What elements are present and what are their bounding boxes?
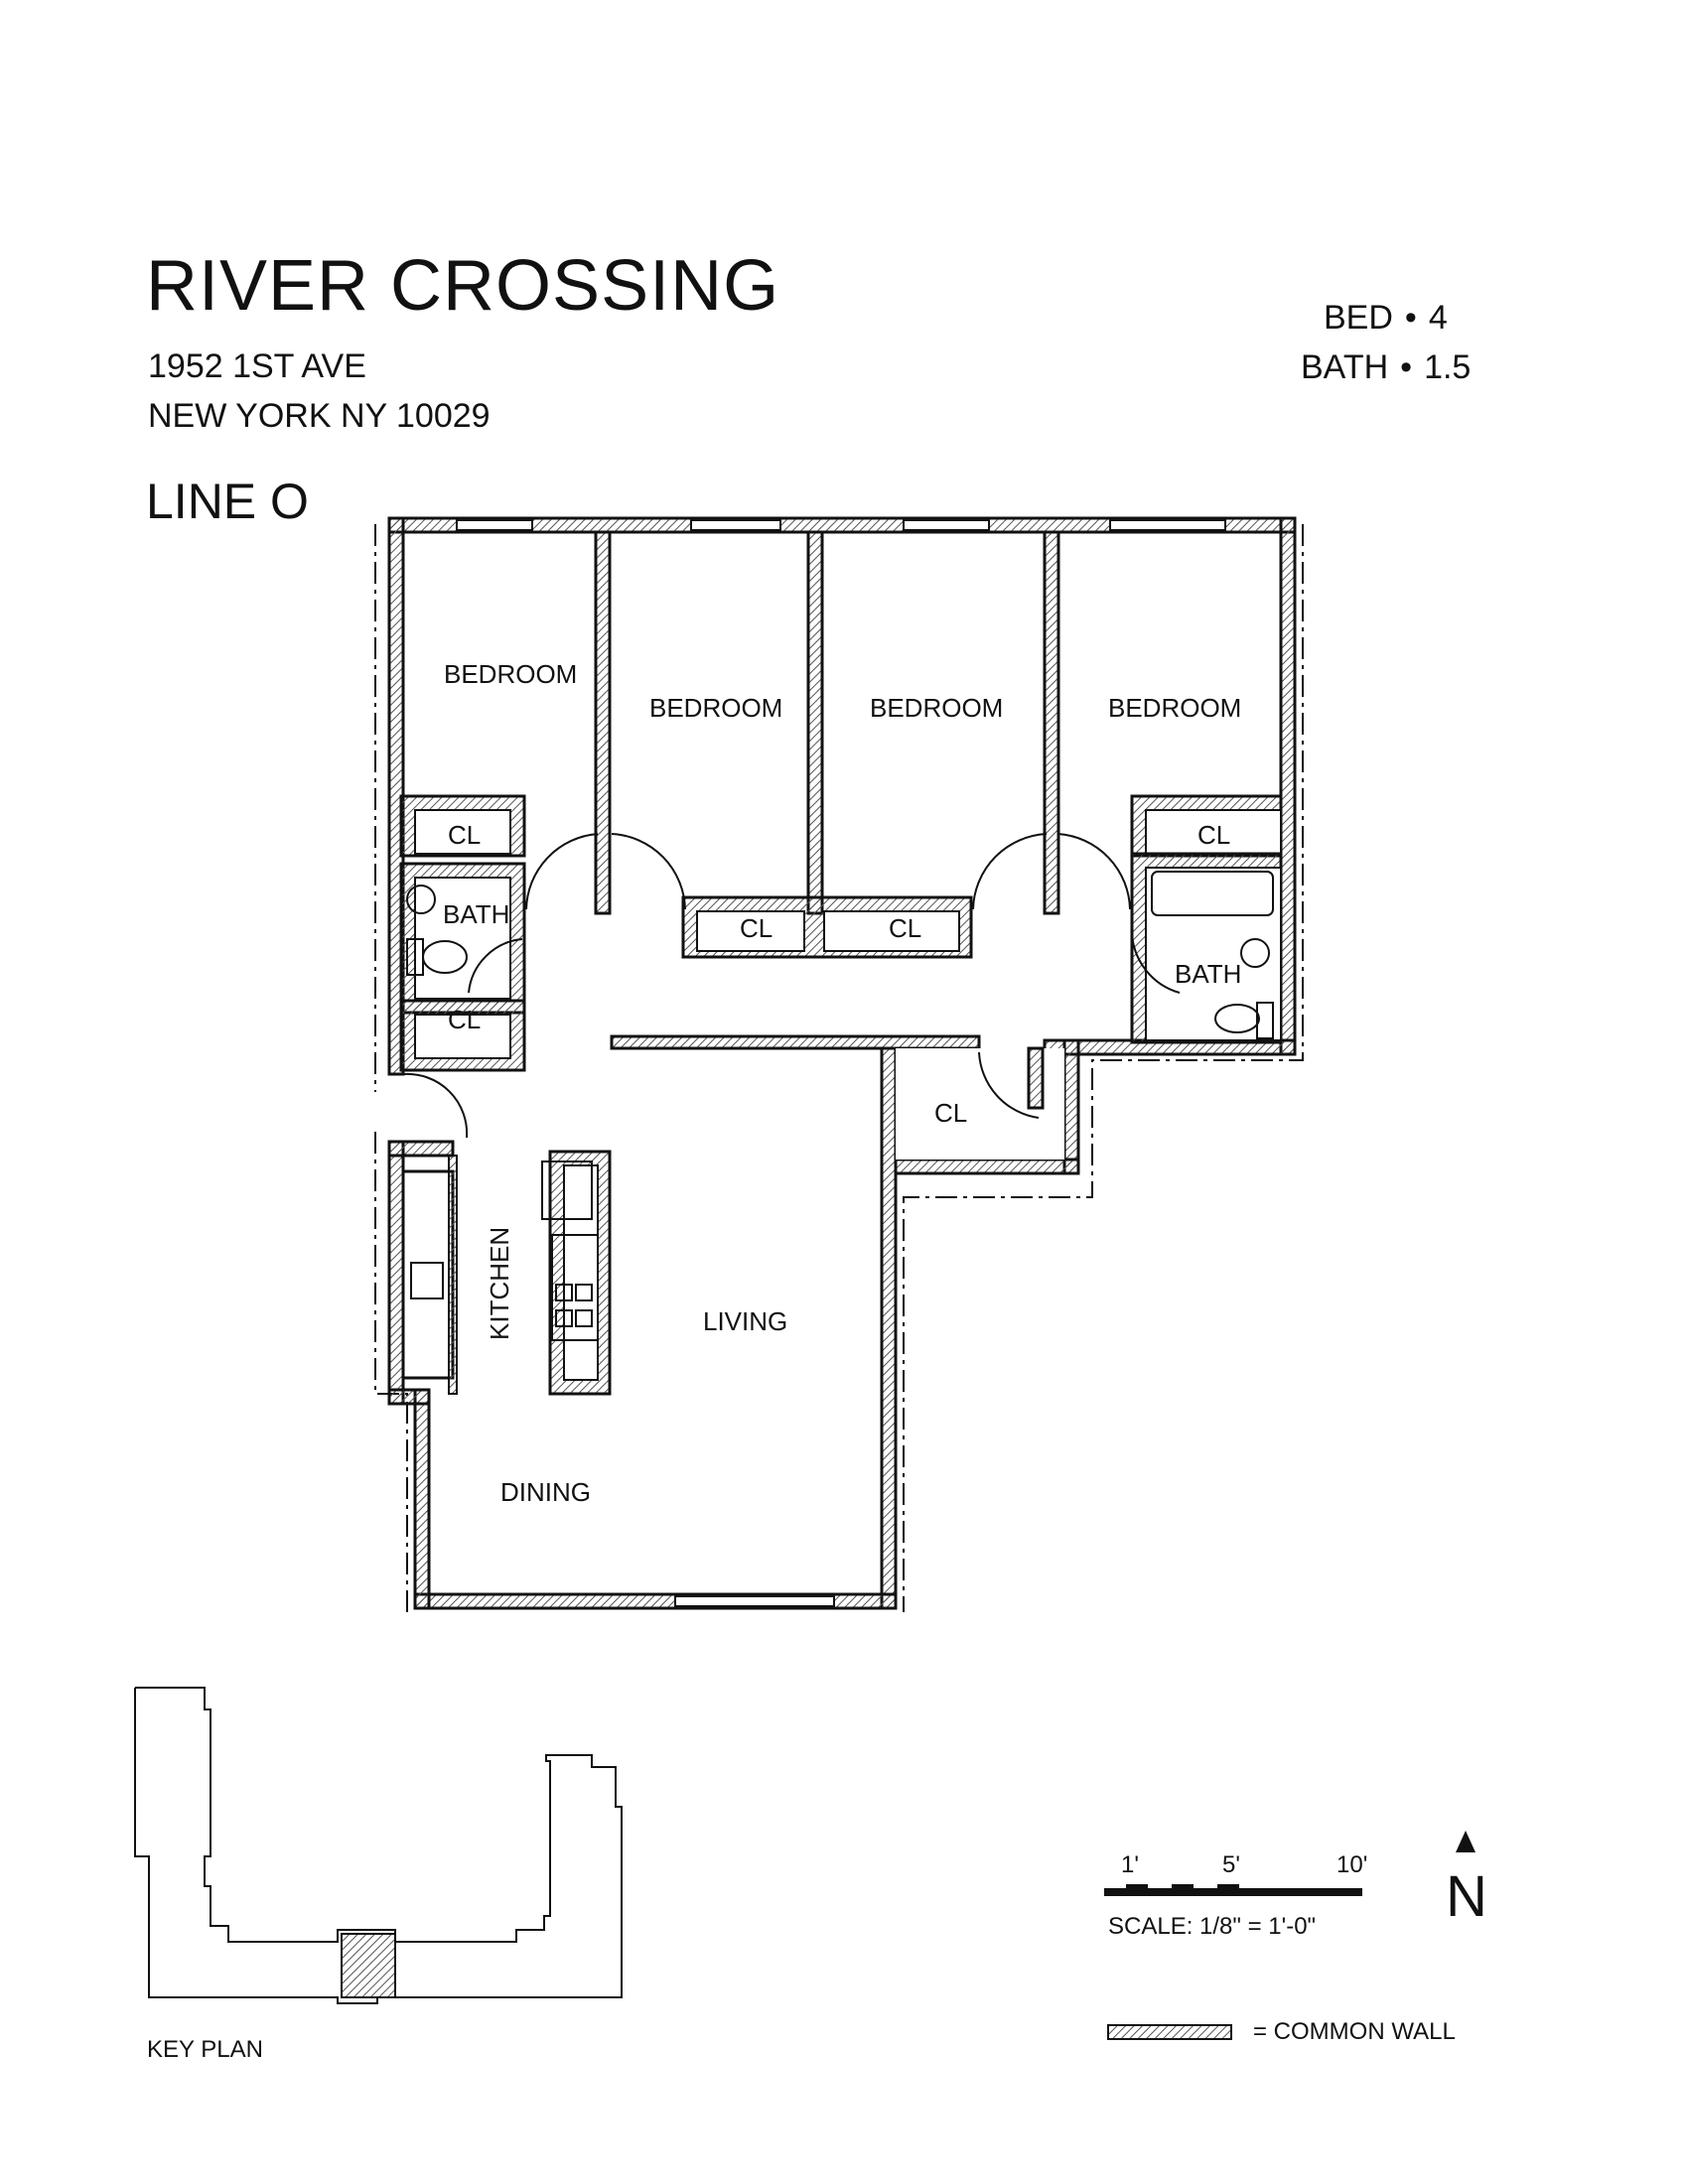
bedroom-3-label: BEDROOM [870,693,1003,723]
closet-4-label: CL [1197,820,1230,850]
address-line-2: NEW YORK NY 10029 [148,397,491,435]
fridge-icon [541,1160,593,1220]
bedroom-4-label: BEDROOM [1108,693,1241,723]
north-arrow-icon [1456,1831,1476,1852]
sink-icon [1240,938,1270,968]
dining-label: DINING [500,1477,591,1507]
closet-2-label: CL [740,913,773,943]
bathtub-icon [1151,871,1274,916]
bath-value: 1.5 [1424,348,1472,386]
north-label: N [1446,1864,1487,1929]
bath-fixtures [406,871,1274,1039]
sink-icon [406,885,436,914]
closet-1-label: CL [448,820,481,850]
interior-walls [401,530,1060,1396]
toilet-icon [1214,1004,1260,1033]
bath-count: BATH • 1.5 [1301,350,1471,384]
bath-separator: • [1400,348,1413,386]
unit-line-label: LINE O [146,474,309,529]
kitchen-sink-icon [410,1262,444,1299]
bedroom-2-label: BEDROOM [649,693,782,723]
bed-separator: • [1404,299,1417,337]
bedroom-1-label: BEDROOM [444,659,577,689]
scale-tick-1: 1' [1121,1851,1139,1878]
closet-6-label: CL [934,1098,967,1128]
building-name: RIVER CROSSING [146,246,780,326]
scale-bar [1104,1884,1362,1896]
common-wall-legend: = COMMON WALL [1253,2018,1456,2045]
toilet-icon [422,940,468,974]
scale-tick-5: 5' [1222,1851,1240,1878]
closet-3-label: CL [889,913,921,943]
address-line-1: 1952 1ST AVE [148,347,366,385]
bed-value: 4 [1428,299,1448,337]
scale-text: SCALE: 1/8" = 1'-0" [1108,1913,1316,1940]
stove-icon [551,1234,599,1341]
common-wall-swatch [1107,2024,1232,2040]
key-plan-unit-highlight [341,1933,396,1998]
bath-label: BATH [1301,348,1389,386]
kitchen-fixtures [410,1160,599,1341]
windows [456,519,1226,1607]
bed-count: BED • 4 [1324,301,1448,335]
bath-1-label: BATH [443,899,509,929]
closets [399,794,1283,1160]
scale-tick-10: 10' [1336,1851,1367,1878]
doors [402,833,1181,1139]
kitchen-label: KITCHEN [485,1227,514,1340]
key-plan-diagram [134,1687,623,2004]
key-plan-label: KEY PLAN [147,2036,263,2063]
closet-5-label: CL [448,1005,481,1034]
bath-2-label: BATH [1175,959,1241,989]
bed-label: BED [1324,299,1393,337]
living-label: LIVING [703,1306,787,1336]
